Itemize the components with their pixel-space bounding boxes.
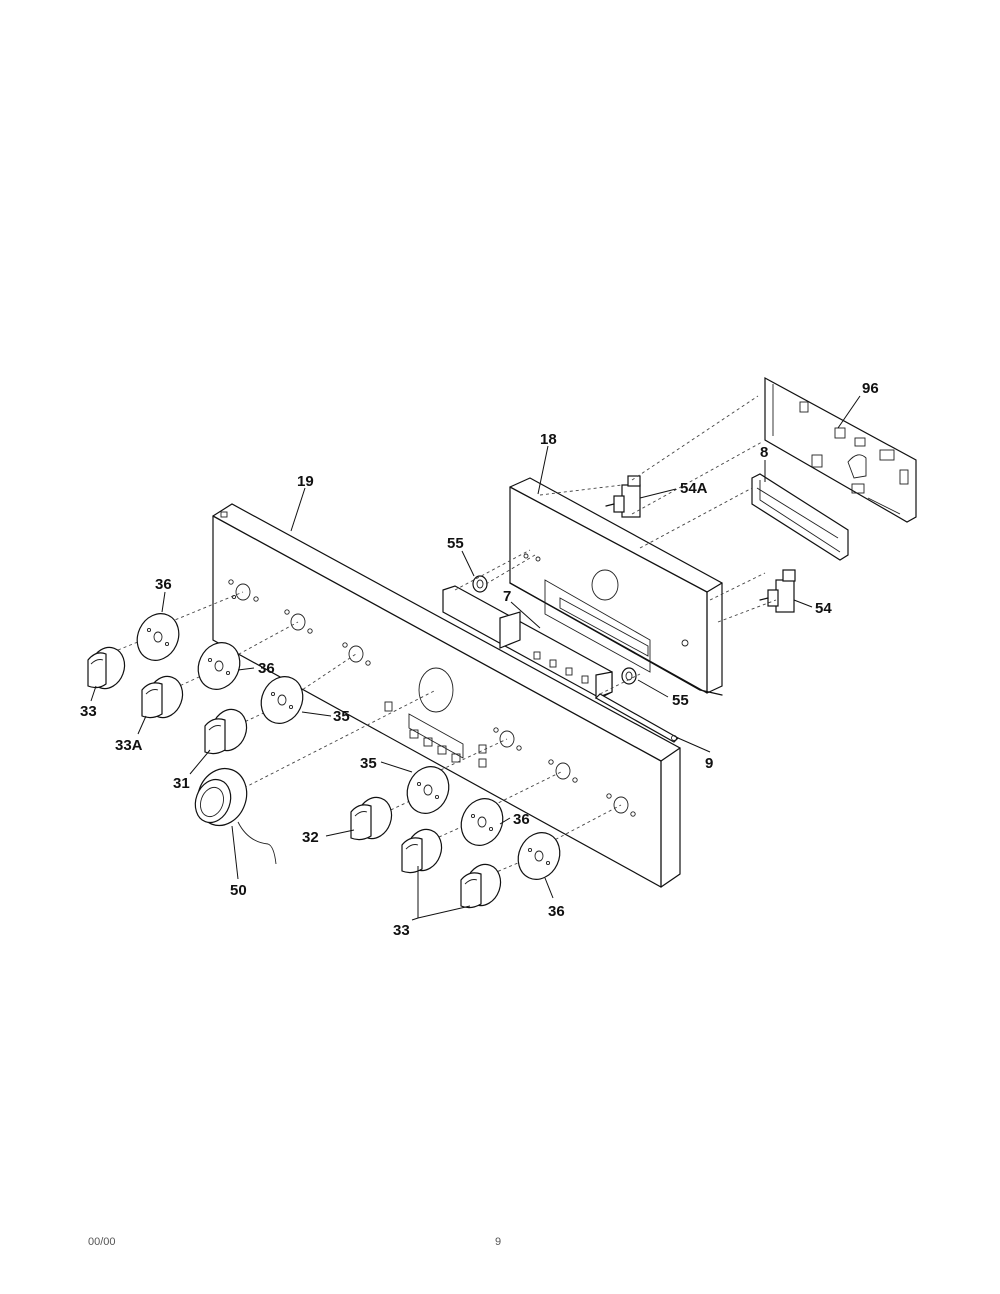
switch-54A [605,475,641,518]
knob-hole [493,727,522,751]
knob-skirt-36-d [517,832,561,880]
knob-33A [141,675,184,719]
control-panel-19 [212,503,681,888]
knob-hole [284,609,313,634]
switch-54 [759,569,796,613]
keypad-buttons [409,729,461,763]
label-33-a: 33 [80,703,97,720]
control-panel-18 [509,477,723,696]
knob-skirt-35-a [260,676,304,724]
bracket-8 [751,473,849,561]
label-55-lower: 55 [672,692,689,709]
indicator-window [384,701,393,712]
label-8: 8 [760,444,768,461]
clock-50 [194,767,277,865]
knob-hole [548,759,578,783]
label-50: 50 [230,882,247,899]
nut-55-upper [472,575,488,593]
label-36-a: 36 [155,576,172,593]
label-96: 96 [862,380,879,397]
bracket-7 [442,585,613,699]
knob-hole [606,793,636,817]
footer-left: 00/00 [88,1236,116,1248]
label-55-upper: 55 [447,535,464,552]
label-33A: 33A [115,737,143,754]
knob-skirt-36-a [136,613,180,661]
nut-55-lower [621,667,637,685]
label-54: 54 [815,600,832,617]
callout-labels: 96 18 8 54A 19 55 7 54 55 36 36 33 33A 3… [80,380,879,939]
switch-slots [533,651,589,684]
label-32: 32 [302,829,319,846]
label-9: 9 [705,755,713,772]
label-31: 31 [173,775,190,792]
knob-33-a [87,646,126,690]
leader-lines [90,395,861,921]
knob-hole [228,579,259,602]
footer-page: 9 [495,1236,501,1248]
label-18: 18 [540,431,557,448]
knob-skirt-35-b [406,766,450,814]
label-7: 7 [503,588,511,605]
label-54A: 54A [680,480,708,497]
knob-hole [342,642,371,666]
label-36-b: 36 [258,660,275,677]
clock-opening [418,667,454,713]
label-35-b: 35 [360,755,377,772]
control-board-96 [764,376,917,523]
knob-33-b [401,828,443,874]
label-36-c: 36 [513,811,530,828]
label-33-b: 33 [393,922,410,939]
knob-skirt-36-b [197,642,241,690]
label-35-a: 35 [333,708,350,725]
label-19: 19 [297,473,314,490]
knob-31 [204,708,248,755]
knob-skirt-36-c [460,798,504,846]
assembly-lines [117,395,777,877]
knob-33-c [460,863,502,909]
display-window [408,713,464,759]
label-36-d: 36 [548,903,565,920]
knob-32 [350,796,393,841]
